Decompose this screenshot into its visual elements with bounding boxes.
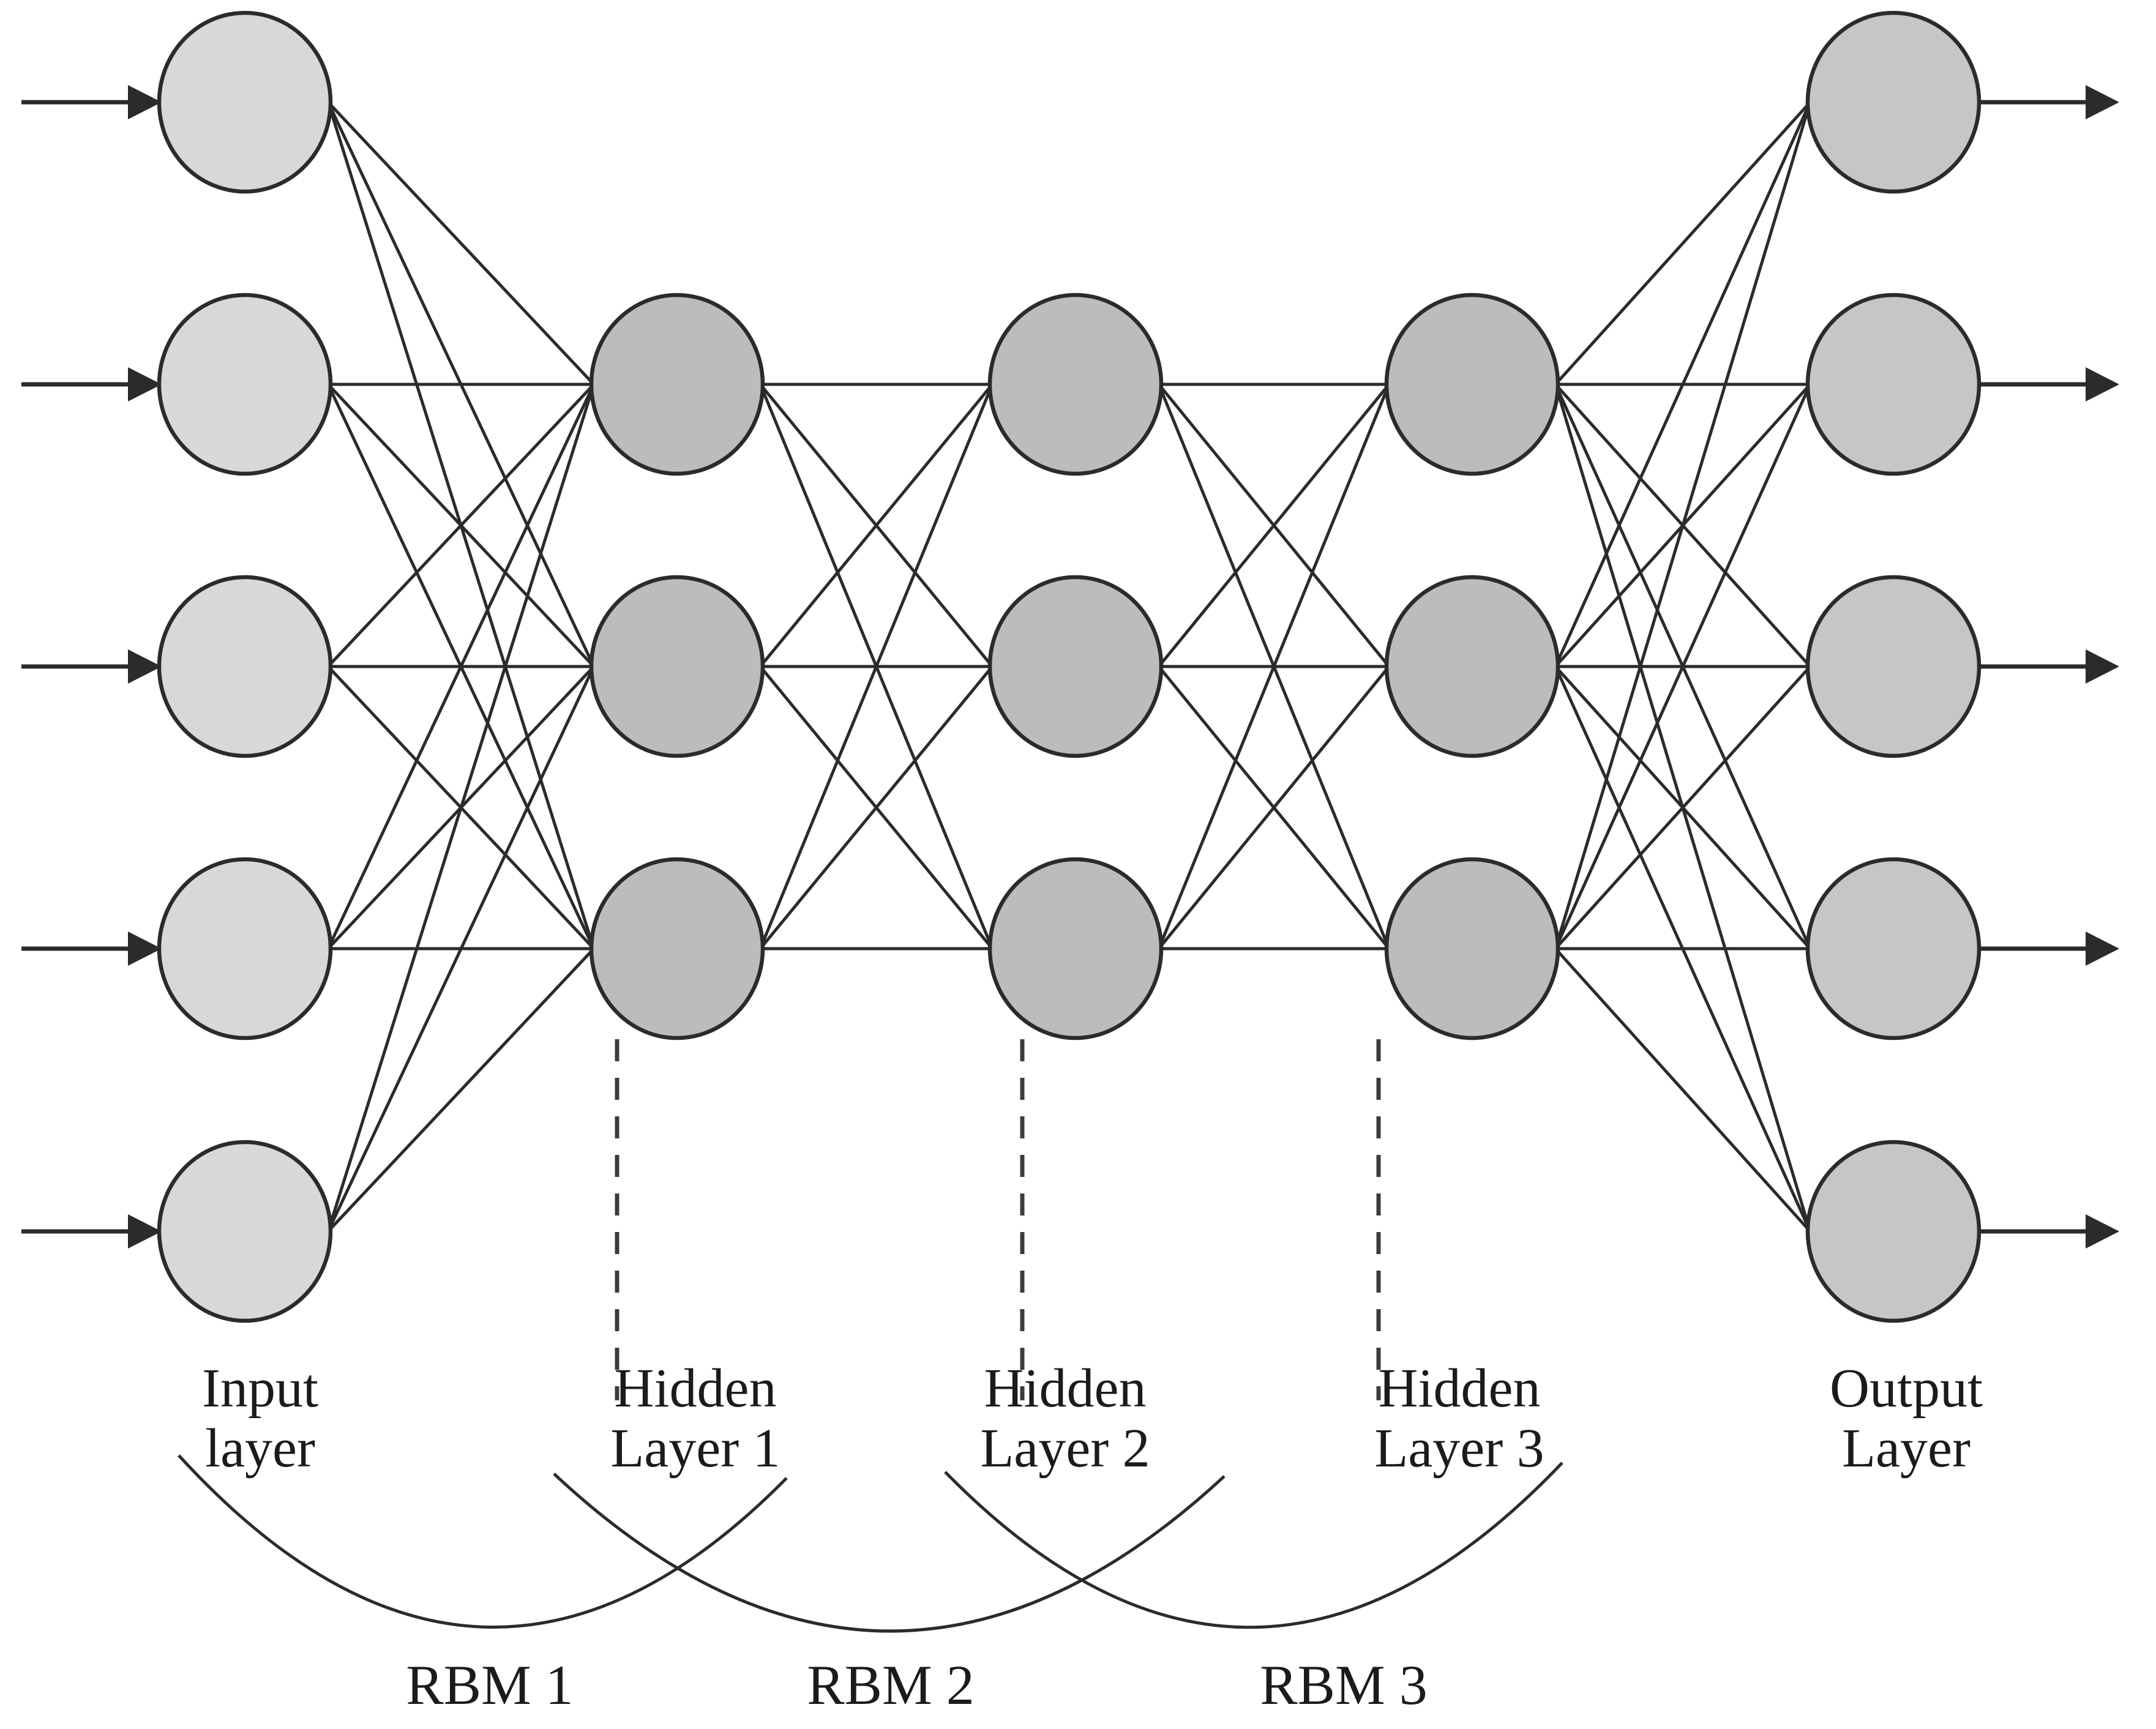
connection-line <box>326 383 596 950</box>
output-arrowhead-icon <box>2086 932 2119 966</box>
hidden-layer-2-node-2 <box>987 575 1164 758</box>
hidden-layer-3-node-3 <box>1384 857 1560 1040</box>
connection-line <box>1554 101 1811 386</box>
connection-line <box>1554 102 1812 949</box>
connection-line <box>758 384 994 949</box>
connections-group <box>326 101 1812 1233</box>
rbm-3-label: RBM 3 <box>1260 1654 1428 1716</box>
connection-line <box>327 947 595 1233</box>
output-arrowhead-icon <box>2086 85 2119 119</box>
hidden-layer-3-node-1 <box>1384 293 1560 476</box>
input-arrowhead-icon <box>128 649 162 684</box>
output-layer-node-2 <box>1805 293 1982 476</box>
rbm-arcs-group <box>178 1454 1563 1633</box>
rbm-1-arc <box>178 1454 788 1629</box>
connection-line <box>1554 383 1812 950</box>
hidden-layer-2-node-3 <box>987 857 1164 1040</box>
connection-line <box>327 101 595 386</box>
connection-line <box>759 665 994 950</box>
connection-line <box>1554 101 1812 668</box>
hidden-layer-1-node-2 <box>589 575 765 758</box>
hidden-layer-2-label-line-1: Hidden <box>984 1358 1147 1419</box>
input-arrowhead-icon <box>128 1214 162 1249</box>
input-layer-node-3 <box>157 575 333 758</box>
connection-line <box>1554 665 1811 950</box>
hidden-layer-3-label-line-1: Hidden <box>1379 1358 1541 1419</box>
input-layer-label-line-1: Input <box>202 1358 318 1419</box>
connection-line <box>1157 384 1391 949</box>
hidden-layer-separators-group <box>615 1039 1381 1400</box>
output-arrowhead-icon <box>2086 1214 2119 1249</box>
nodes-group <box>157 10 1982 1323</box>
rbm-3-arc <box>944 1462 1563 1629</box>
hidden-layer-1-node-3 <box>589 857 765 1040</box>
connection-line <box>759 383 994 668</box>
arrows-group <box>21 85 2119 1249</box>
hidden-layer-1-node-1 <box>589 293 765 476</box>
rbm-labels-group: RBM 1 RBM 2 RBM 3 <box>406 1654 1428 1716</box>
input-layer-node-1 <box>157 10 333 194</box>
output-arrowhead-icon <box>2086 367 2119 401</box>
rbm-2-label: RBM 2 <box>807 1654 975 1716</box>
input-layer-node-4 <box>157 857 333 1040</box>
hidden-layer-2-label-line-2: Layer 2 <box>980 1418 1150 1479</box>
hidden-layer-2-node-1 <box>987 293 1164 476</box>
input-layer-label-line-2: layer <box>205 1418 315 1479</box>
connection-line <box>326 384 596 1232</box>
hidden-layer-3-label-line-2: Layer 3 <box>1374 1418 1544 1479</box>
connection-line <box>1158 383 1390 668</box>
rbm-1-label: RBM 1 <box>406 1654 574 1716</box>
input-layer-node-5 <box>157 1140 333 1323</box>
connection-line <box>1158 665 1390 950</box>
connection-line <box>327 383 595 668</box>
hidden-layer-3-node-2 <box>1384 575 1560 758</box>
output-layer-node-1 <box>1805 10 1982 194</box>
output-layer-label-line-1: Output <box>1830 1358 1983 1419</box>
connection-line <box>1554 947 1811 1233</box>
output-layer-label-line-2: Layer <box>1842 1418 1971 1479</box>
rbm-2-arc <box>553 1473 1226 1633</box>
output-layer-node-3 <box>1805 575 1982 758</box>
output-layer-node-4 <box>1805 857 1982 1040</box>
hidden-layer-1-label-line-2: Layer 1 <box>610 1418 780 1479</box>
input-arrowhead-icon <box>128 932 162 966</box>
output-layer-node-5 <box>1805 1140 1982 1323</box>
input-layer-node-2 <box>157 293 333 476</box>
input-arrowhead-icon <box>128 367 162 401</box>
input-arrowhead-icon <box>128 85 162 119</box>
hidden-layer-1-label-line-1: Hidden <box>615 1358 777 1419</box>
connection-line <box>326 665 596 1233</box>
output-arrowhead-icon <box>2086 649 2119 684</box>
